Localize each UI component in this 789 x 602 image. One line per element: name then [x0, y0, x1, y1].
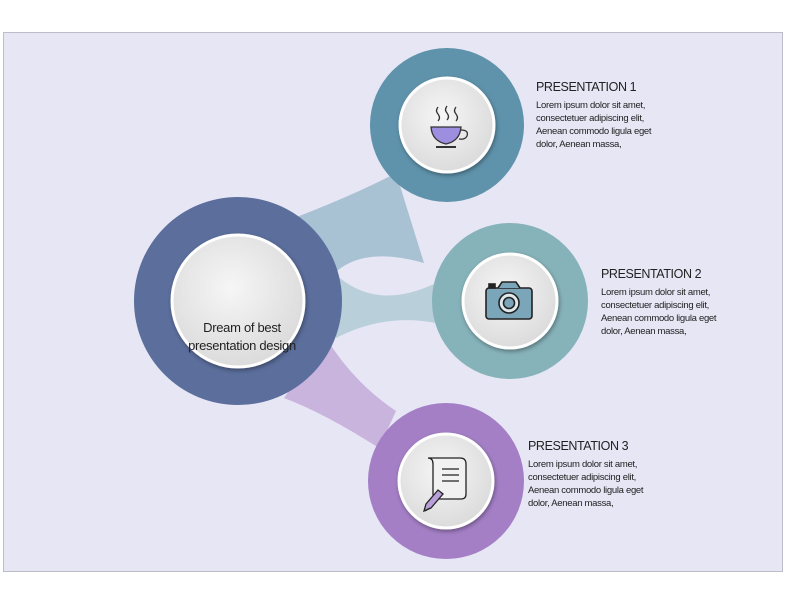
presentation-2-description: Lorem ipsum dolor sit amet, consectetuer… [601, 286, 789, 338]
document-pen-icon [422, 457, 467, 513]
node-inner-1 [398, 76, 496, 174]
presentation-3-description: Lorem ipsum dolor sit amet, consectetuer… [528, 458, 728, 510]
presentation-3-desc-line: Lorem ipsum dolor sit amet, [528, 459, 638, 470]
presentation-1-text: PRESENTATION 1 Lorem ipsum dolor sit ame… [536, 80, 736, 151]
center-label-line-1: Dream of best [203, 320, 281, 335]
presentation-1-title: PRESENTATION 1 [536, 80, 637, 94]
slide-canvas: Dream of best presentation design PRESEN… [3, 32, 783, 572]
diagram [134, 48, 588, 559]
presentation-3-title: PRESENTATION 3 [528, 439, 629, 453]
camera-icon [485, 281, 533, 320]
presentation-3-desc-line: Aenean commodo ligula eget [528, 485, 644, 496]
presentation-2-desc-line: dolor, Aenean massa, [601, 326, 687, 337]
presentation-1-desc-line: dolor, Aenean massa, [536, 139, 622, 150]
presentation-2-text: PRESENTATION 2 Lorem ipsum dolor sit ame… [601, 267, 789, 338]
presentation-3-desc-line: consectetuer adipiscing elit, [528, 472, 637, 483]
presentation-3-desc-line: dolor, Aenean massa, [528, 498, 614, 509]
presentation-1-desc-line: consectetuer adipiscing elit, [536, 113, 645, 124]
presentation-2-desc-line: Lorem ipsum dolor sit amet, [601, 287, 711, 298]
presentation-2-desc-line: consectetuer adipiscing elit, [601, 300, 710, 311]
presentation-1-desc-line: Lorem ipsum dolor sit amet, [536, 100, 646, 111]
presentation-1-desc-line: Aenean commodo ligula eget [536, 126, 652, 137]
presentation-1-description: Lorem ipsum dolor sit amet, consectetuer… [536, 99, 736, 151]
center-label: Dream of best presentation design [174, 269, 310, 405]
presentation-2-title: PRESENTATION 2 [601, 267, 702, 281]
center-label-line-2: presentation design [188, 338, 296, 353]
presentation-3-text: PRESENTATION 3 Lorem ipsum dolor sit ame… [528, 439, 728, 510]
center-inner-circle [170, 233, 306, 369]
presentation-2-desc-line: Aenean commodo ligula eget [601, 313, 717, 324]
coffee-cup-icon [430, 105, 469, 148]
connector-middle [332, 271, 436, 338]
